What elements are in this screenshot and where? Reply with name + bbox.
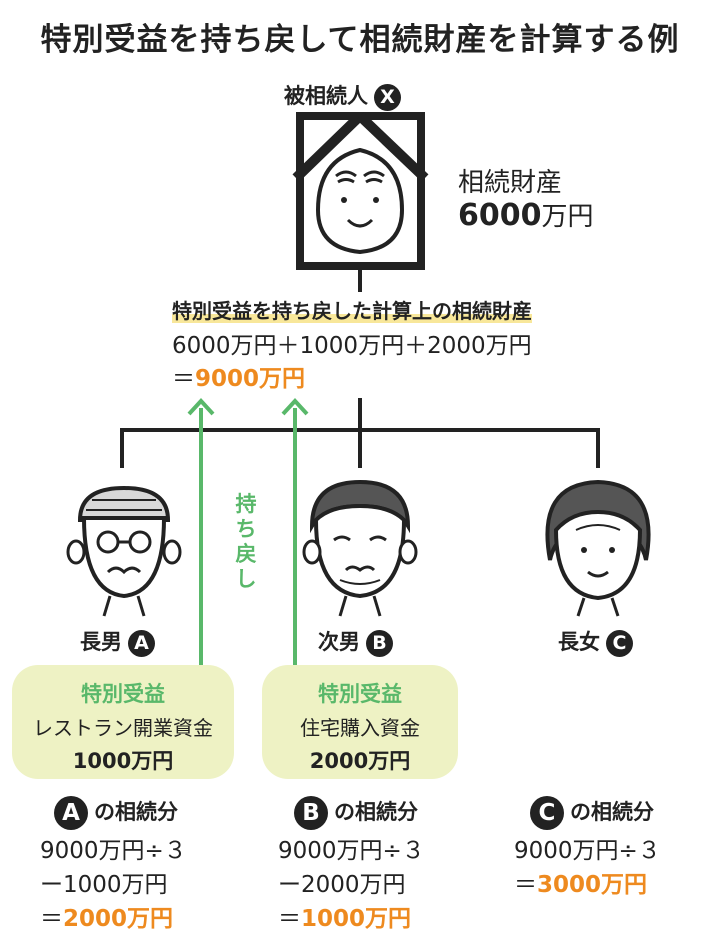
heir-mark: C — [530, 796, 564, 830]
share-calc-line: 9000万円÷３ — [278, 838, 425, 864]
heir-mark: A — [128, 629, 155, 657]
calc-line-1: 6000万円＋1000万円＋2000万円 — [172, 333, 532, 359]
mochimodoshi-char: 持 — [235, 492, 257, 516]
share-calc-line: ー2000万円 — [278, 872, 406, 898]
decedent-label-text: 被相続人 — [284, 84, 368, 108]
share-calc-line: 9000万円÷３ — [40, 838, 187, 864]
heir-name-text: 次男 — [318, 630, 360, 654]
calc-eq: ＝ — [172, 366, 195, 392]
mochimodoshi-char: し — [235, 567, 257, 591]
calc-heading: 特別受益を持ち戻した計算上の相続財産 — [172, 295, 532, 324]
share-calc-line: 9000万円÷３ — [514, 838, 661, 864]
estate-unit: 万円 — [541, 202, 594, 232]
share-c-calc: 9000万円÷３ ＝3000万円 — [514, 834, 661, 902]
heir-mark: B — [366, 629, 393, 657]
calc-total: 9000万円 — [195, 366, 306, 392]
second-son-icon — [302, 479, 418, 617]
eldest-son-icon — [66, 485, 182, 617]
share-value: 2000万円 — [63, 906, 174, 932]
cross-mark-icon: X — [374, 83, 401, 111]
estate-label: 相続財産 — [458, 168, 563, 198]
mochimodoshi-label: 持 ち 戻 し — [234, 492, 258, 592]
eldest-daughter-icon — [545, 479, 651, 617]
mochimodoshi-arrows — [187, 398, 309, 666]
decedent-portrait-icon — [292, 112, 429, 270]
gift-purpose: 住宅購入資金 — [300, 716, 420, 740]
share-result: ＝1000万円 — [278, 902, 425, 936]
heir-mark: A — [54, 796, 88, 830]
gift-title: 特別受益 — [81, 682, 165, 706]
share-eq: ＝ — [278, 906, 301, 932]
heir-name-text: 長女 — [558, 630, 600, 654]
share-label: の相続分 — [334, 800, 418, 824]
share-eq: ＝ — [40, 906, 63, 932]
gift-box-b: 特別受益 住宅購入資金 2000万円 — [262, 665, 458, 779]
mochimodoshi-char: ち — [235, 517, 257, 541]
gift-title: 特別受益 — [318, 682, 402, 706]
gift-box-a: 特別受益 レストラン開業資金 1000万円 — [12, 665, 234, 779]
share-eq: ＝ — [514, 872, 537, 898]
heir-name-text: 長男 — [80, 630, 122, 654]
estate-amount-line: 6000万円 — [458, 196, 594, 233]
share-value: 1000万円 — [301, 906, 412, 932]
share-a-calc: 9000万円÷３ ー1000万円 ＝2000万円 — [40, 834, 187, 936]
calc-heading-text: 特別受益を持ち戻した計算上の相続財産 — [172, 299, 532, 323]
share-b-calc: 9000万円÷３ ー2000万円 ＝1000万円 — [278, 834, 425, 936]
gift-amount: 1000万円 — [72, 749, 174, 773]
share-result: ＝2000万円 — [40, 902, 187, 936]
calc-line-2: ＝9000万円 — [172, 362, 305, 396]
share-value: 3000万円 — [537, 872, 648, 898]
page-title: 特別受益を持ち戻して相続財産を計算する例 — [40, 22, 680, 58]
heir-mark: C — [606, 629, 633, 657]
share-result: ＝3000万円 — [514, 868, 661, 902]
share-label: の相続分 — [570, 800, 654, 824]
mochimodoshi-char: 戻 — [235, 542, 257, 566]
share-calc-line: ー1000万円 — [40, 872, 168, 898]
share-label: の相続分 — [94, 800, 178, 824]
gift-amount: 2000万円 — [309, 749, 411, 773]
estate-amount: 6000 — [458, 198, 542, 233]
gift-purpose: レストラン開業資金 — [33, 716, 213, 740]
heir-mark: B — [294, 796, 328, 830]
